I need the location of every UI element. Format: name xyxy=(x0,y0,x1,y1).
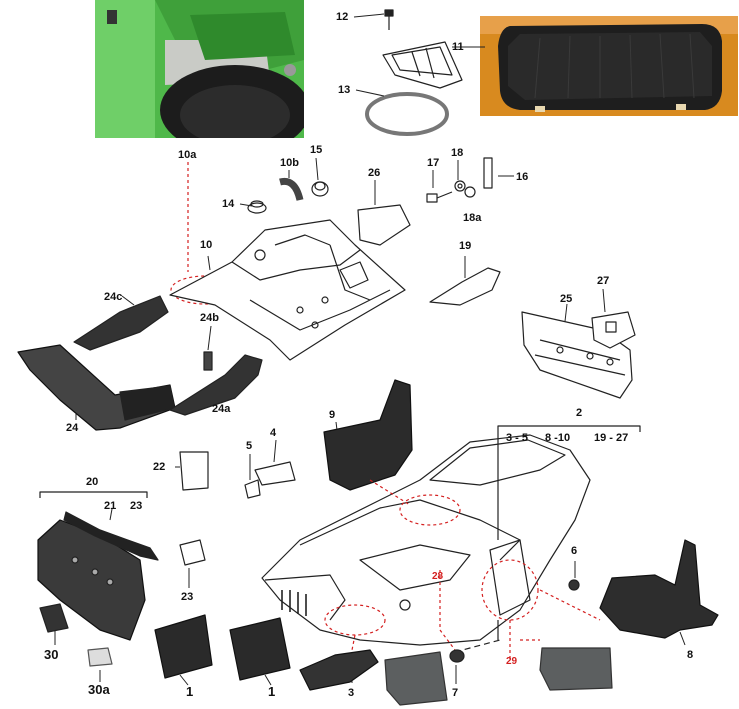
label-3: 3 xyxy=(348,687,355,699)
label-16: 16 xyxy=(516,171,529,183)
part-15-plug xyxy=(311,181,329,197)
part-30-bracket xyxy=(39,603,69,633)
label-2-group-b: 8 -10 xyxy=(545,432,571,444)
part-24c-rail xyxy=(73,295,169,351)
label-23b: 23 xyxy=(181,591,194,603)
part-24b-clip xyxy=(203,351,213,371)
part-16-plate xyxy=(483,157,493,189)
part-19-rail xyxy=(429,267,501,306)
label-9: 9 xyxy=(329,409,336,421)
label-18: 18 xyxy=(451,147,464,159)
part-24a-rail xyxy=(169,354,263,416)
part-24-sill xyxy=(17,344,176,431)
label-2: 2 xyxy=(576,407,583,419)
part-14-plug xyxy=(247,200,267,214)
part-5-bracket xyxy=(244,479,261,499)
green-trunk-illustration xyxy=(95,0,304,138)
part-13-seal xyxy=(365,92,449,136)
bracket-20 xyxy=(39,491,148,498)
part-17-bolt xyxy=(426,191,453,203)
bracket-2 xyxy=(497,425,641,432)
part-11-tray-line xyxy=(382,41,463,89)
label-13: 13 xyxy=(338,84,351,96)
label-24: 24 xyxy=(66,422,79,434)
part-7-plug xyxy=(449,649,465,663)
part-23-bracket xyxy=(179,539,206,566)
label-24c: 24c xyxy=(104,291,123,303)
part-12-screw xyxy=(384,9,394,30)
photo-orange-tray xyxy=(480,16,738,116)
part-10b-hose xyxy=(279,177,304,201)
part-18a-washer xyxy=(464,186,476,198)
label-8: 8 xyxy=(687,649,694,661)
photo-green-trunk xyxy=(95,0,304,138)
part-21-strip xyxy=(63,511,159,561)
part-29-repair-panel xyxy=(539,647,613,691)
label-26: 26 xyxy=(368,167,381,179)
part-6-nut xyxy=(568,579,580,591)
label-2-group-a: 3 - 5 xyxy=(506,432,529,444)
part-1-box-a xyxy=(154,614,213,679)
part-30a-clip xyxy=(87,647,113,667)
label-19: 19 xyxy=(459,240,472,252)
label-20: 20 xyxy=(86,476,99,488)
label-17: 17 xyxy=(427,157,440,169)
label-30: 30 xyxy=(44,647,59,662)
label-30a: 30a xyxy=(88,682,110,697)
part-26-bracket xyxy=(357,204,411,246)
part-2-body-shell xyxy=(261,434,591,646)
label-1-a: 1 xyxy=(186,684,194,699)
part-10-floor-pan xyxy=(169,219,406,361)
part-4-bracket xyxy=(254,461,296,486)
part-18-nut xyxy=(454,180,466,192)
label-1-b: 1 xyxy=(268,684,276,699)
label-6: 6 xyxy=(571,545,578,557)
leader-7-dash xyxy=(454,639,501,653)
label-21: 21 xyxy=(104,500,117,512)
label-14: 14 xyxy=(222,198,235,210)
label-10a: 10a xyxy=(178,149,197,161)
label-28: 28 xyxy=(432,571,444,582)
label-24b: 24b xyxy=(200,312,219,324)
label-4: 4 xyxy=(270,427,277,439)
label-15: 15 xyxy=(310,144,323,156)
label-25: 25 xyxy=(560,293,573,305)
label-10: 10 xyxy=(200,239,213,251)
part-8-inner-fender xyxy=(599,539,719,639)
part-28-repair-panel xyxy=(384,651,448,706)
label-24a: 24a xyxy=(212,403,231,415)
label-10b: 10b xyxy=(280,157,299,169)
label-2-group-c: 19 - 27 xyxy=(594,432,629,444)
label-22: 22 xyxy=(153,461,166,473)
label-23a: 23 xyxy=(130,500,143,512)
label-29: 29 xyxy=(506,656,518,667)
callouts-28-29 xyxy=(324,479,601,661)
part-22-plate xyxy=(179,451,209,491)
label-7: 7 xyxy=(452,687,459,699)
orange-tray-illustration xyxy=(480,16,738,116)
label-27: 27 xyxy=(597,275,610,287)
label-11: 11 xyxy=(452,41,464,53)
part-1-box-b xyxy=(229,617,291,681)
label-12: 12 xyxy=(336,11,349,23)
label-18a: 18a xyxy=(463,212,482,224)
part-3-rail xyxy=(299,649,379,691)
part-9-inner-wing xyxy=(323,379,413,491)
part-27-bracket xyxy=(591,311,636,349)
label-5: 5 xyxy=(246,440,253,452)
